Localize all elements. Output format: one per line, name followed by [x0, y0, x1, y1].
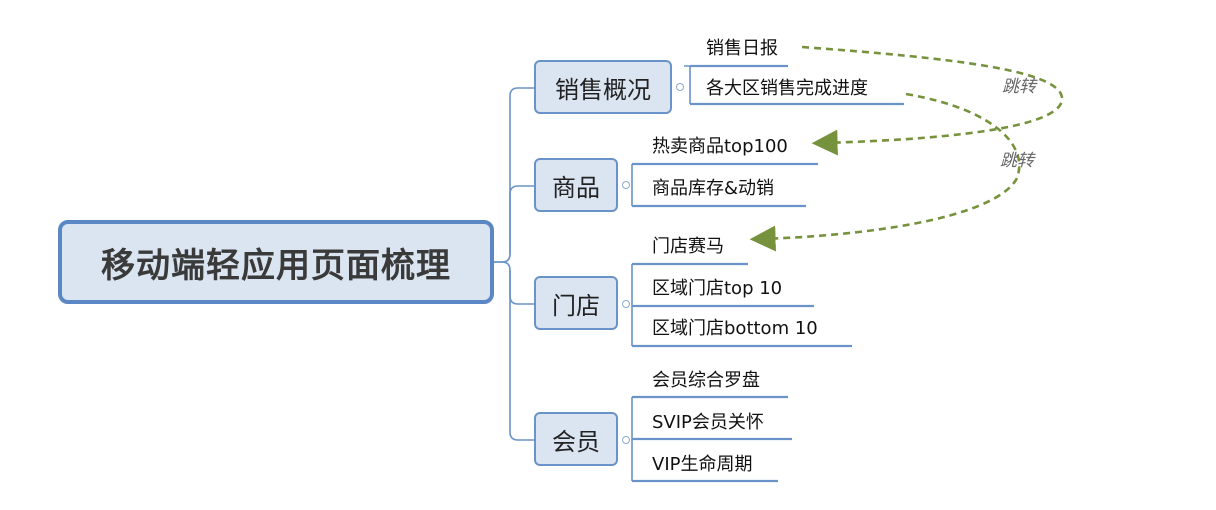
jump-arrow-1 [801, 45, 1064, 156]
collapse-toggle-icon[interactable] [622, 436, 630, 444]
link-root-stores [494, 261, 534, 305]
jump-label: 跳转 [1000, 151, 1034, 171]
collapse-toggle-icon[interactable] [676, 83, 684, 91]
jump-arrow-2 [749, 92, 1021, 252]
branch-goods[interactable]: 商品 [534, 158, 618, 212]
leaf-region-store-bottom10[interactable]: 区域门店bottom 10 [652, 318, 818, 339]
jump-label: 跳转 [1002, 77, 1036, 97]
leaf-daily-sales-report[interactable]: 销售日报 [706, 38, 778, 59]
leaf-region-sales-progress[interactable]: 各大区销售完成进度 [706, 78, 868, 99]
leaf-goods-inventory[interactable]: 商品库存&动销 [652, 178, 775, 199]
branch-sales-overview[interactable]: 销售概况 [534, 60, 672, 114]
leaf-svip-care[interactable]: SVIP会员关怀 [652, 412, 764, 433]
link-root-goods [509, 185, 534, 254]
leaf-region-store-top10[interactable]: 区域门店top 10 [652, 278, 783, 299]
collapse-toggle-icon[interactable] [622, 181, 630, 189]
leaf-top100-hot-goods[interactable]: 热卖商品top100 [652, 136, 788, 157]
branch-members[interactable]: 会员 [534, 412, 618, 466]
leaf-store-race[interactable]: 门店赛马 [652, 236, 724, 257]
link-root-sales [494, 87, 534, 263]
collapse-toggle-icon[interactable] [622, 300, 630, 308]
branch-stores[interactable]: 门店 [534, 276, 618, 330]
root-topic[interactable]: 移动端轻应用页面梳理 [58, 220, 494, 304]
leaf-vip-lifecycle[interactable]: VIP生命周期 [652, 454, 753, 475]
leaf-member-compass[interactable]: 会员综合罗盘 [652, 370, 760, 391]
link-root-members [509, 270, 534, 441]
